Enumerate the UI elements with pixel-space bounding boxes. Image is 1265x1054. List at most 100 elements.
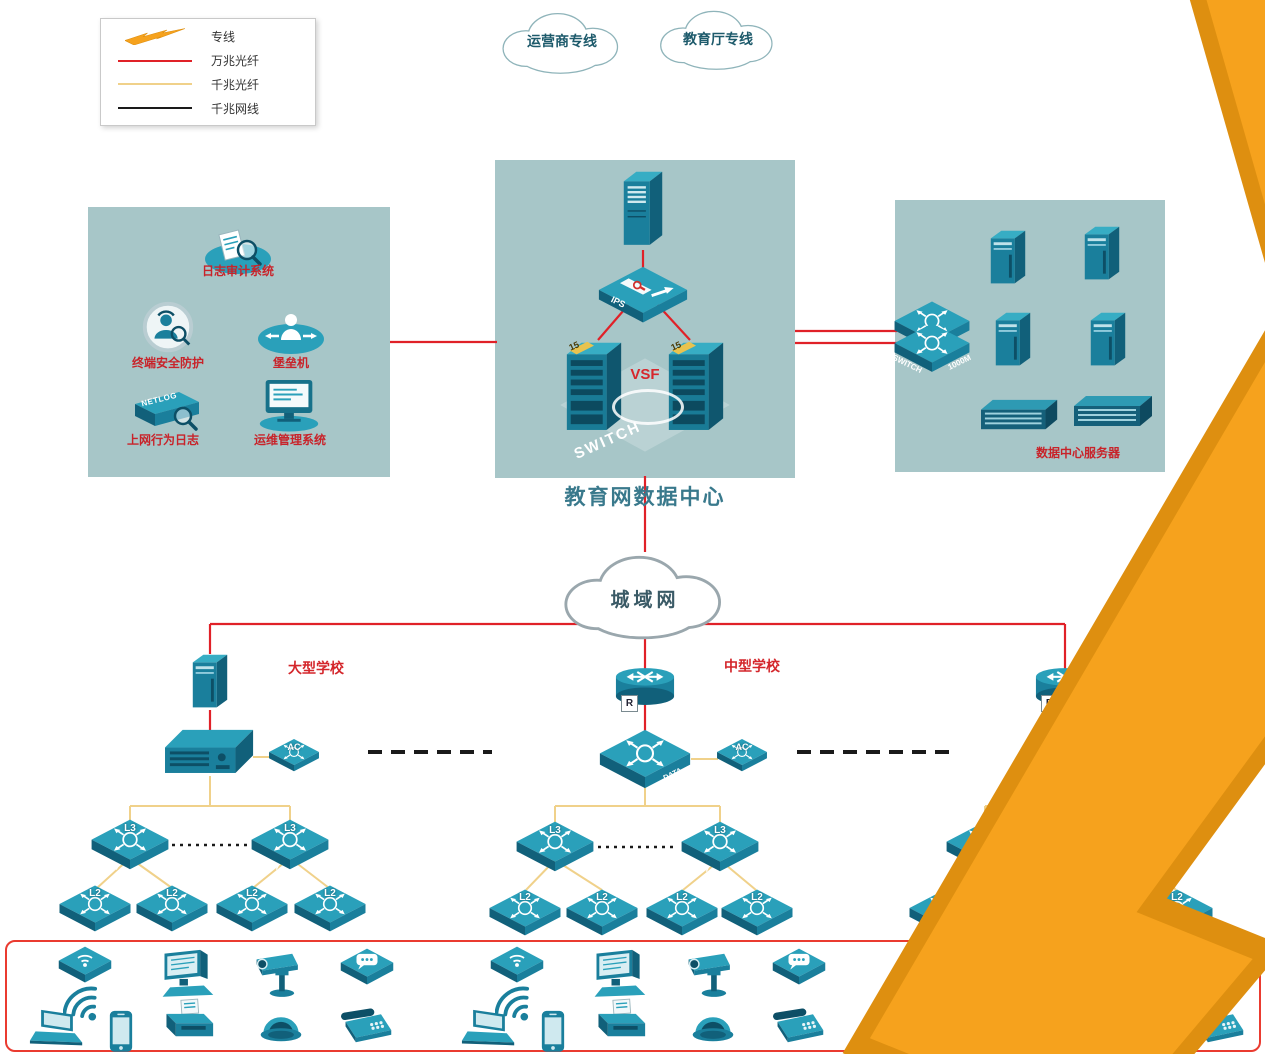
legend-row-1g: 千兆光纤 <box>109 76 307 93</box>
man-cloud-label: 城域网 <box>610 590 680 612</box>
printer-icon <box>1011 998 1067 1045</box>
l2-badge: L2 <box>751 892 763 904</box>
desktop-monitor-icon <box>589 948 649 1001</box>
l3-badge: L3 <box>124 822 136 834</box>
l3-switch: L3 SWITCH 1000M <box>943 820 1027 878</box>
ptz-camera-icon <box>1103 950 1163 999</box>
man-cloud: 城域网 <box>536 545 754 641</box>
l3-switch: L3 SWITCH 1000M <box>678 820 762 878</box>
l2-switch: L2 SWITCH 1000M <box>983 888 1061 941</box>
l3-switch: L3 SWITCH 1000M <box>248 818 332 876</box>
ac-badge: AC <box>287 742 301 753</box>
l3-switch: L3 SWITCH 1000M <box>513 820 597 878</box>
printer-icon <box>591 998 647 1045</box>
carrier-cloud-label: 运营商专线 <box>527 33 597 50</box>
l2-switch: L2 SWITCH 1000M <box>486 888 564 941</box>
legend-row-cat: 千兆网线 <box>109 100 307 117</box>
router-badge: R <box>621 695 638 712</box>
large-school-server <box>188 650 232 713</box>
l2-badge: L2 <box>596 892 608 904</box>
large-school-ac: AC <box>268 738 320 775</box>
legend-label: 万兆光纤 <box>211 54 260 69</box>
l2-badge: L2 <box>519 892 531 904</box>
bastion-host-icon <box>255 306 327 358</box>
l2-switch: L2 SWITCH 1000M <box>213 884 291 937</box>
legend-row-10g: 万兆光纤 <box>109 52 307 69</box>
log-audit-label: 日志审计系统 <box>201 264 274 278</box>
desktop-monitor-icon <box>157 948 217 1001</box>
core-firewall-tower <box>618 166 668 254</box>
black-line-swatch <box>109 107 201 110</box>
terminal-security-label: 终端安全防护 <box>131 356 204 370</box>
small-school-core-switch: L3 SWITCH 1000M <box>1022 728 1108 788</box>
legend-label: 专线 <box>211 29 236 44</box>
small-school-ac: AC <box>1146 738 1198 775</box>
farm-server-3 <box>991 308 1035 371</box>
laptop-icon <box>29 1008 85 1049</box>
lightning-icon <box>109 27 201 45</box>
education-cloud-label: 教育厅专线 <box>683 30 753 47</box>
legend: 专线 万兆光纤 千兆光纤 千兆网线 <box>100 18 316 126</box>
l2-badge: L2 <box>676 892 688 904</box>
printer-icon <box>159 998 215 1045</box>
yellow-line-swatch <box>109 83 201 86</box>
legend-label: 千兆光纤 <box>211 77 260 92</box>
bastion-host-label: 堡垒机 <box>272 356 309 370</box>
l2-badge: L2 <box>324 888 336 900</box>
router-badge: R <box>1041 695 1058 712</box>
smartphone-icon <box>540 1009 566 1054</box>
farm-rack-1 <box>981 396 1065 437</box>
carrier-cloud: 运营商专线 <box>483 4 641 76</box>
medium-school-router: R <box>614 666 676 712</box>
large-school-gateway-chassis <box>165 726 257 787</box>
red-line-swatch <box>109 59 201 62</box>
l2-switch: L2 SWITCH 1000M <box>133 884 211 937</box>
datacenter-title: 教育网数据中心 <box>564 486 726 509</box>
l2-badge: L2 <box>89 888 101 900</box>
dome-camera-icon <box>1109 1008 1157 1045</box>
l2-switch: L2 SWITCH 1000M <box>1138 888 1216 941</box>
terminal-security-icon <box>139 300 197 356</box>
dome-camera-icon <box>689 1008 737 1045</box>
farm-server-4 <box>1086 308 1130 371</box>
small-school-label: 小型学校 <box>1132 657 1188 673</box>
laptop-icon <box>461 1008 517 1049</box>
l3-badge: L3 <box>714 824 726 836</box>
ips-device: IPS <box>597 264 689 327</box>
education-cloud: 教育厅专线 <box>638 2 798 72</box>
chat-device-icon <box>771 946 827 990</box>
vsf-stack-ring <box>612 389 684 425</box>
netlog-label: 上网行为日志 <box>126 433 199 447</box>
desk-phone-icon <box>771 1004 827 1047</box>
chat-device-icon <box>1191 946 1247 990</box>
l3-badge: L3 <box>1139 824 1151 836</box>
farm-server-1 <box>986 226 1030 289</box>
desktop-monitor-icon <box>1009 948 1069 1001</box>
l2-badge: L2 <box>166 888 178 900</box>
core-server-right: 15 <box>664 333 728 447</box>
ops-management-label: 运维管理系统 <box>253 433 326 447</box>
l2-switch: L2 SWITCH 1000M <box>563 888 641 941</box>
server-farm-label: 数据中心服务器 <box>1035 446 1120 460</box>
l2-badge: L2 <box>1096 892 1108 904</box>
vsf-label: VSF <box>630 366 660 383</box>
farm-server-2 <box>1080 222 1124 285</box>
l3-switch: L3 SWITCH 1000M <box>1103 820 1187 878</box>
medium-school-label: 中型学校 <box>724 658 780 674</box>
l2-badge: L2 <box>1171 892 1183 904</box>
desk-phone-icon <box>1191 1004 1247 1047</box>
medium-school-ac: AC <box>716 738 768 775</box>
l2-badge: L2 <box>246 888 258 900</box>
l3-badge: L3 <box>549 824 561 836</box>
l3-badge: L3 <box>1059 732 1071 744</box>
ptz-camera-icon <box>251 950 311 999</box>
l2-badge: L2 <box>939 892 951 904</box>
l2-switch: L2 SWITCH 1000M <box>291 884 369 937</box>
l3-badge: L3 <box>284 822 296 834</box>
ac-badge: AC <box>735 742 749 753</box>
large-school-label: 大型学校 <box>288 660 344 676</box>
l3-switch: L3 SWITCH 1000M <box>88 818 172 876</box>
small-school-router: R <box>1034 666 1096 712</box>
medium-school-core-switch: SWITCH DATA CENTER <box>597 728 692 796</box>
